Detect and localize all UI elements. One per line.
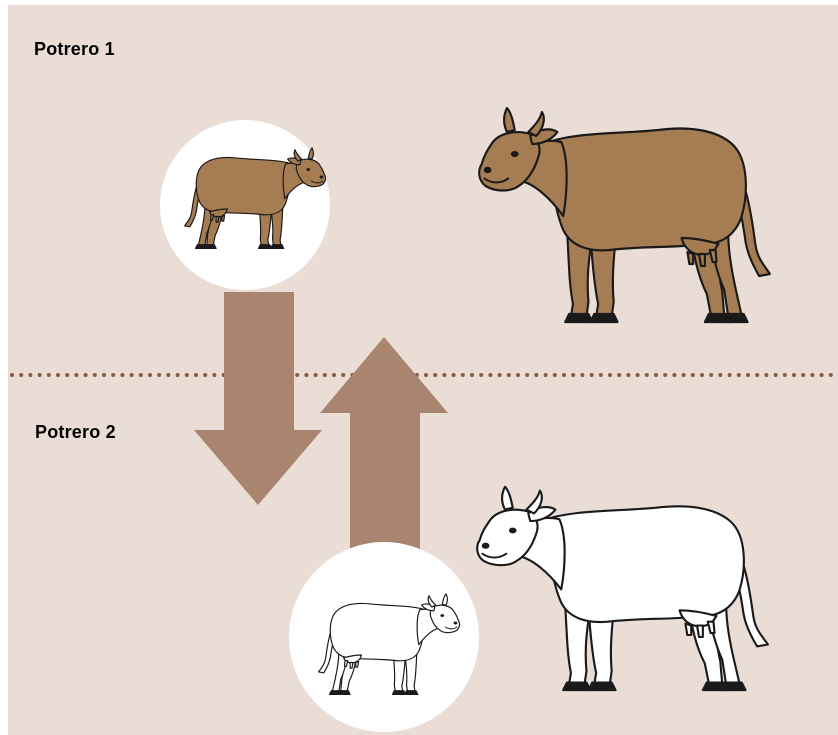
divider-dot [323,373,327,377]
divider-dot [608,373,612,377]
divider-dot [56,373,60,377]
divider-dot [507,373,511,377]
divider-dot [38,373,42,377]
divider-dot [580,373,584,377]
divider-dot [682,373,686,377]
divider-dot [203,373,207,377]
divider-dot [479,373,483,377]
divider-dot [755,373,759,377]
divider-dot [663,373,667,377]
divider-dot [516,373,520,377]
divider-dot [166,373,170,377]
divider-dot [498,373,502,377]
divider-dot [47,373,51,377]
divider-dot [534,373,538,377]
divider-dot [148,373,152,377]
divider-dot [746,373,750,377]
divider-dot [691,373,695,377]
divider-dot [553,373,557,377]
divider-dot [636,373,640,377]
divider-dot [295,373,299,377]
divider-dot [332,373,336,377]
divider-dot [709,373,713,377]
divider-dot [544,373,548,377]
divider-dot [185,373,189,377]
divider-dot [452,373,456,377]
divider-dot [19,373,23,377]
divider-dot [801,373,805,377]
divider-dot [829,373,833,377]
divider-dot [120,373,124,377]
divider-dot [700,373,704,377]
up-arrow-icon [320,337,448,555]
divider-dot [433,373,437,377]
divider-dot [470,373,474,377]
white-cow-icon [477,487,768,690]
divider-dot [176,373,180,377]
divider-dot [672,373,676,377]
divider-dot [599,373,603,377]
divider-dot [74,373,78,377]
divider-dot [442,373,446,377]
divider-dot [562,373,566,377]
divider-dot [820,373,824,377]
divider-dot [65,373,69,377]
divider-dot [626,373,630,377]
divider-dot [590,373,594,377]
divider-dot [93,373,97,377]
divider-dot [157,373,161,377]
divider-dot [28,373,32,377]
paddock-divider [10,373,833,377]
divider-dot [737,373,741,377]
divider-dot [718,373,722,377]
divider-dot [461,373,465,377]
divider-dot [810,373,814,377]
divider-dot [194,373,198,377]
divider-dot [314,373,318,377]
divider-dot [571,373,575,377]
divider-dot [341,373,345,377]
divider-dot [10,373,14,377]
divider-dot [102,373,106,377]
divider-dot [304,373,308,377]
divider-dot [792,373,796,377]
divider-dot [654,373,658,377]
down-arrow-icon [194,292,322,505]
divider-dot [139,373,143,377]
divider-dot [525,373,529,377]
divider-dot [130,373,134,377]
divider-dot [728,373,732,377]
divider-dot [424,373,428,377]
divider-dot [84,373,88,377]
divider-dot [645,373,649,377]
divider-dot [212,373,216,377]
divider-dot [764,373,768,377]
divider-dot [783,373,787,377]
divider-dot [617,373,621,377]
divider-dot [774,373,778,377]
divider-dot [488,373,492,377]
brown-cow-icon [479,108,770,322]
divider-dot [111,373,115,377]
